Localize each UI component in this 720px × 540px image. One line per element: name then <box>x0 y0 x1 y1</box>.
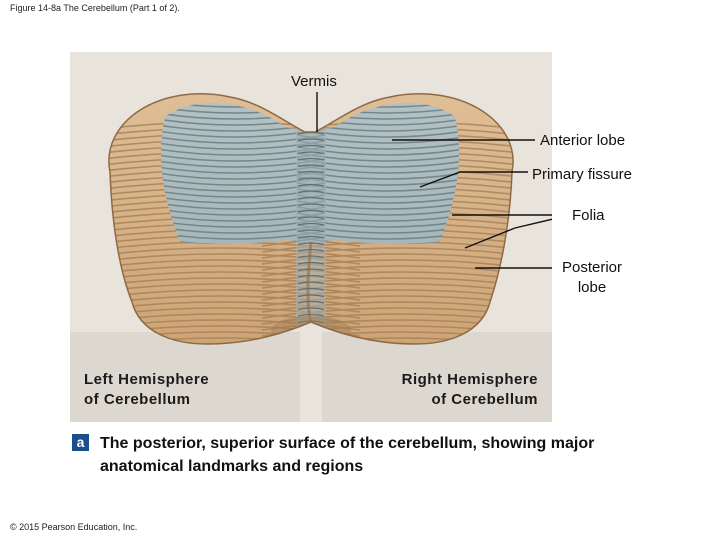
label-folia: Folia <box>572 207 605 224</box>
vermis-folium-line <box>297 235 325 239</box>
vermis-folium-line <box>297 313 325 317</box>
vermis-folium-line <box>297 307 325 311</box>
label-left-hemisphere-line2: of Cerebellum <box>84 391 191 408</box>
vermis-folium-line <box>297 151 325 155</box>
folium-line <box>160 103 326 108</box>
cerebellum-illustration <box>70 52 552 422</box>
vermis-folium-line <box>297 268 325 272</box>
figure-header: Figure 14-8a The Cerebellum (Part 1 of 2… <box>10 3 180 13</box>
vermis-folium-line <box>297 229 325 233</box>
label-primary-fissure: Primary fissure <box>532 166 633 183</box>
vermis-folium-line <box>297 190 325 194</box>
caption-text: The posterior, superior surface of the c… <box>100 435 595 475</box>
vermis-folium-line <box>297 274 325 278</box>
label-vermis: Vermis <box>291 73 337 90</box>
vermis-folium-line <box>297 183 325 187</box>
vermis-folium-line <box>297 196 325 200</box>
vermis-folium-line <box>297 209 325 213</box>
leader-primary-fissure <box>419 171 528 188</box>
vermis-folium-line <box>297 144 325 148</box>
label-right-hemisphere: Right Hemisphere of Cerebellum <box>370 370 538 410</box>
folium-line <box>296 103 460 108</box>
vermis-folium-line <box>297 216 325 220</box>
cerebellum-outline <box>108 93 514 345</box>
label-left-hemisphere: Left Hemisphere of Cerebellum <box>84 370 209 410</box>
label-left-hemisphere-line1: Left Hemisphere <box>84 371 210 388</box>
vermis-folium-line <box>297 138 325 142</box>
leader-folia-2 <box>464 218 552 249</box>
label-posterior-lobe-line1: Posterior <box>561 259 623 276</box>
vermis-folium-line <box>297 294 325 298</box>
label-anterior-lobe: Anterior lobe <box>540 132 626 149</box>
vermis-folium-line <box>297 281 325 285</box>
background-panel-lower-left <box>70 332 300 422</box>
vermis-folium-line <box>297 261 325 265</box>
label-posterior-lobe: Posterior lobe <box>552 258 632 298</box>
vermis-folium-line <box>297 300 325 304</box>
label-right-hemisphere-line1: Right Hemisphere <box>401 371 538 388</box>
background-panel-lower-right <box>322 332 552 422</box>
cerebellum-body <box>108 93 514 344</box>
caption-badge: a <box>72 434 89 451</box>
label-right-hemisphere-line2: of Cerebellum <box>431 391 538 408</box>
vermis-folium-line <box>297 287 325 291</box>
vermis-folium-line <box>297 203 325 207</box>
vermis-folium-line <box>297 157 325 161</box>
copyright-footer: © 2015 Pearson Education, Inc. <box>10 522 138 532</box>
vermis-folium-line <box>297 164 325 168</box>
vermis-folium-line <box>297 170 325 174</box>
label-posterior-lobe-line2: lobe <box>577 279 607 296</box>
vermis-folium-line <box>297 222 325 226</box>
vermis-folium-line <box>297 177 325 181</box>
